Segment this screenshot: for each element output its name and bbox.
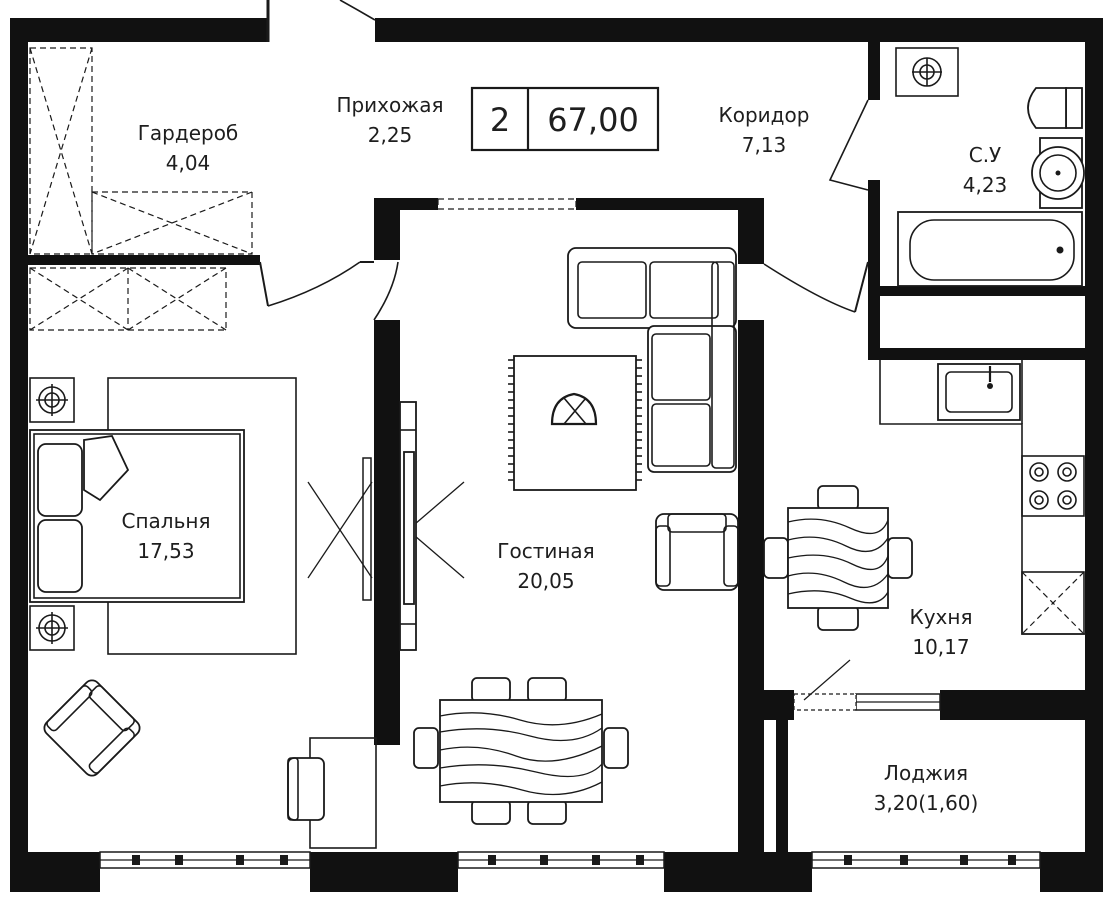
- double-bed: [29, 429, 245, 603]
- wall-bath-left: [868, 180, 880, 358]
- kitchen-table: [763, 485, 913, 631]
- corner-sofa: [567, 247, 737, 473]
- wall-bottom-2: [310, 852, 458, 892]
- toilet: [1027, 87, 1083, 129]
- wall-living-top-right: [576, 198, 764, 210]
- wall-top-left: [10, 18, 268, 42]
- windows: [99, 198, 1041, 869]
- door-kitchen-arc: [763, 263, 856, 313]
- wall-living-right: [738, 320, 764, 860]
- sink: [1031, 137, 1085, 209]
- room-area-kuhnya: 10,17: [912, 635, 969, 659]
- wall-top-right: [375, 18, 1087, 42]
- wall-loggia-right: [940, 690, 1088, 720]
- window-loggia: [811, 851, 1041, 869]
- kitchen-sink: [937, 363, 1021, 421]
- room-labels: Гардероб 4,04 Прихожая 2,25 Коридор 7,13…: [122, 93, 1008, 815]
- wall-living-left: [374, 320, 400, 745]
- room-name-spalnya: Спальня: [122, 509, 211, 533]
- living-armchair: [655, 513, 739, 591]
- room-name-koridor: Коридор: [719, 103, 810, 127]
- wall-living-right-top: [738, 198, 764, 264]
- total-area: 67,00: [547, 101, 639, 139]
- wall-bottom-1: [10, 852, 100, 892]
- washing-machine: [895, 47, 959, 97]
- door-bath: [828, 99, 869, 191]
- wardrobe-shelves: [29, 47, 253, 331]
- room-count: 2: [490, 101, 510, 139]
- wall-bottom-4: [1040, 852, 1103, 892]
- wall-right-lower: [1085, 700, 1103, 886]
- blanket-fold: [83, 435, 130, 502]
- door-living-arc: [373, 261, 399, 321]
- wall-loggia-inner: [776, 690, 788, 860]
- doors: [259, 0, 869, 711]
- room-name-lodzhiya: Лоджия: [884, 761, 968, 785]
- cooktop: [1021, 455, 1085, 517]
- door-bedroom-arc: [267, 261, 361, 307]
- window-bedroom: [99, 851, 311, 869]
- wall-right-outer: [1085, 18, 1103, 708]
- wall-kitchen-top: [868, 348, 1088, 360]
- bathtub: [897, 211, 1083, 287]
- room-name-kuhnya: Кухня: [910, 605, 973, 629]
- dining-table: [413, 677, 629, 825]
- coffee-table-rug: [508, 355, 642, 491]
- fridge: [1021, 571, 1085, 635]
- nightstand-top: [29, 377, 75, 423]
- bedroom-armchair: [43, 679, 141, 777]
- room-name-prihozhaya: Прихожая: [336, 93, 443, 117]
- room-name-su: С.У: [969, 143, 1002, 167]
- room-area-garderob: 4,04: [166, 151, 211, 175]
- living-top-opening: [437, 198, 577, 210]
- apartment-badge: 2 67,00: [470, 86, 660, 152]
- wall-living-top-left: [374, 198, 438, 210]
- sliding-door: [307, 457, 465, 601]
- desk: [287, 737, 377, 849]
- entrance-door-arc: [339, 0, 376, 21]
- room-area-spalnya: 17,53: [137, 539, 194, 563]
- room-area-lodzhiya: 3,20(1,60): [874, 791, 979, 815]
- room-area-su: 4,23: [963, 173, 1008, 197]
- room-name-gostinaya: Гостиная: [497, 539, 594, 563]
- room-area-koridor: 7,13: [742, 133, 787, 157]
- table-decor: [550, 392, 598, 426]
- wall-bath-top: [868, 42, 880, 100]
- wall-left-outer: [10, 18, 28, 886]
- walls: [10, 18, 1103, 892]
- room-area-gostinaya: 20,05: [517, 569, 574, 593]
- wall-wardrobe: [28, 255, 260, 265]
- room-name-garderob: Гардероб: [138, 121, 239, 145]
- tv-stand: [399, 401, 417, 651]
- wall-bath-bottom: [868, 286, 1088, 296]
- room-area-prihozhaya: 2,25: [368, 123, 413, 147]
- nightstand-bottom: [29, 605, 75, 651]
- window-kitchen-loggia: [855, 693, 941, 711]
- window-living: [457, 851, 665, 869]
